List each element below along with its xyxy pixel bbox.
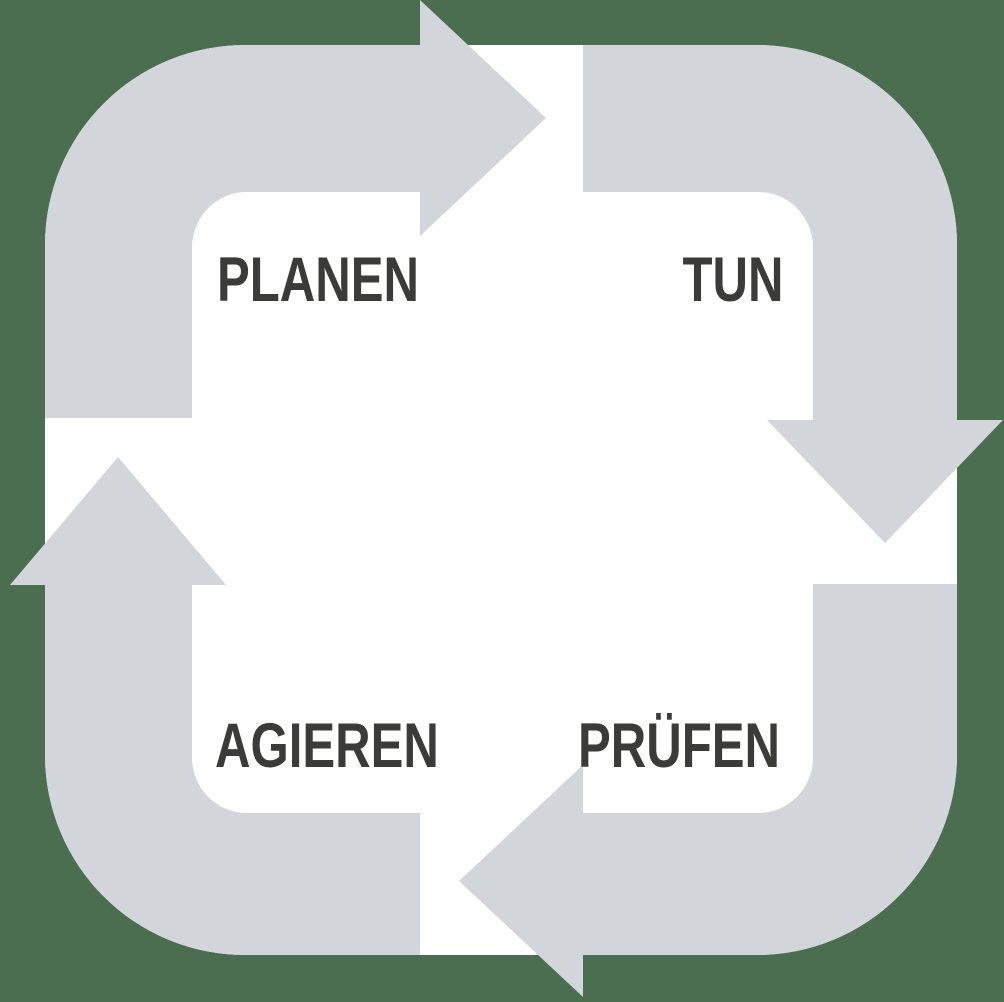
step-label-pruefen: PRÜFEN xyxy=(577,711,780,781)
step-label-tun: TUN xyxy=(682,245,783,315)
arrow-pruefen-icon xyxy=(459,584,957,997)
cycle-panel xyxy=(45,45,957,955)
arrow-tun-icon xyxy=(583,45,1003,543)
step-label-agieren: AGIEREN xyxy=(215,711,439,781)
arrow-agieren-icon xyxy=(10,457,420,955)
arrow-planen-icon xyxy=(45,0,546,418)
step-label-planen: PLANEN xyxy=(217,245,420,315)
